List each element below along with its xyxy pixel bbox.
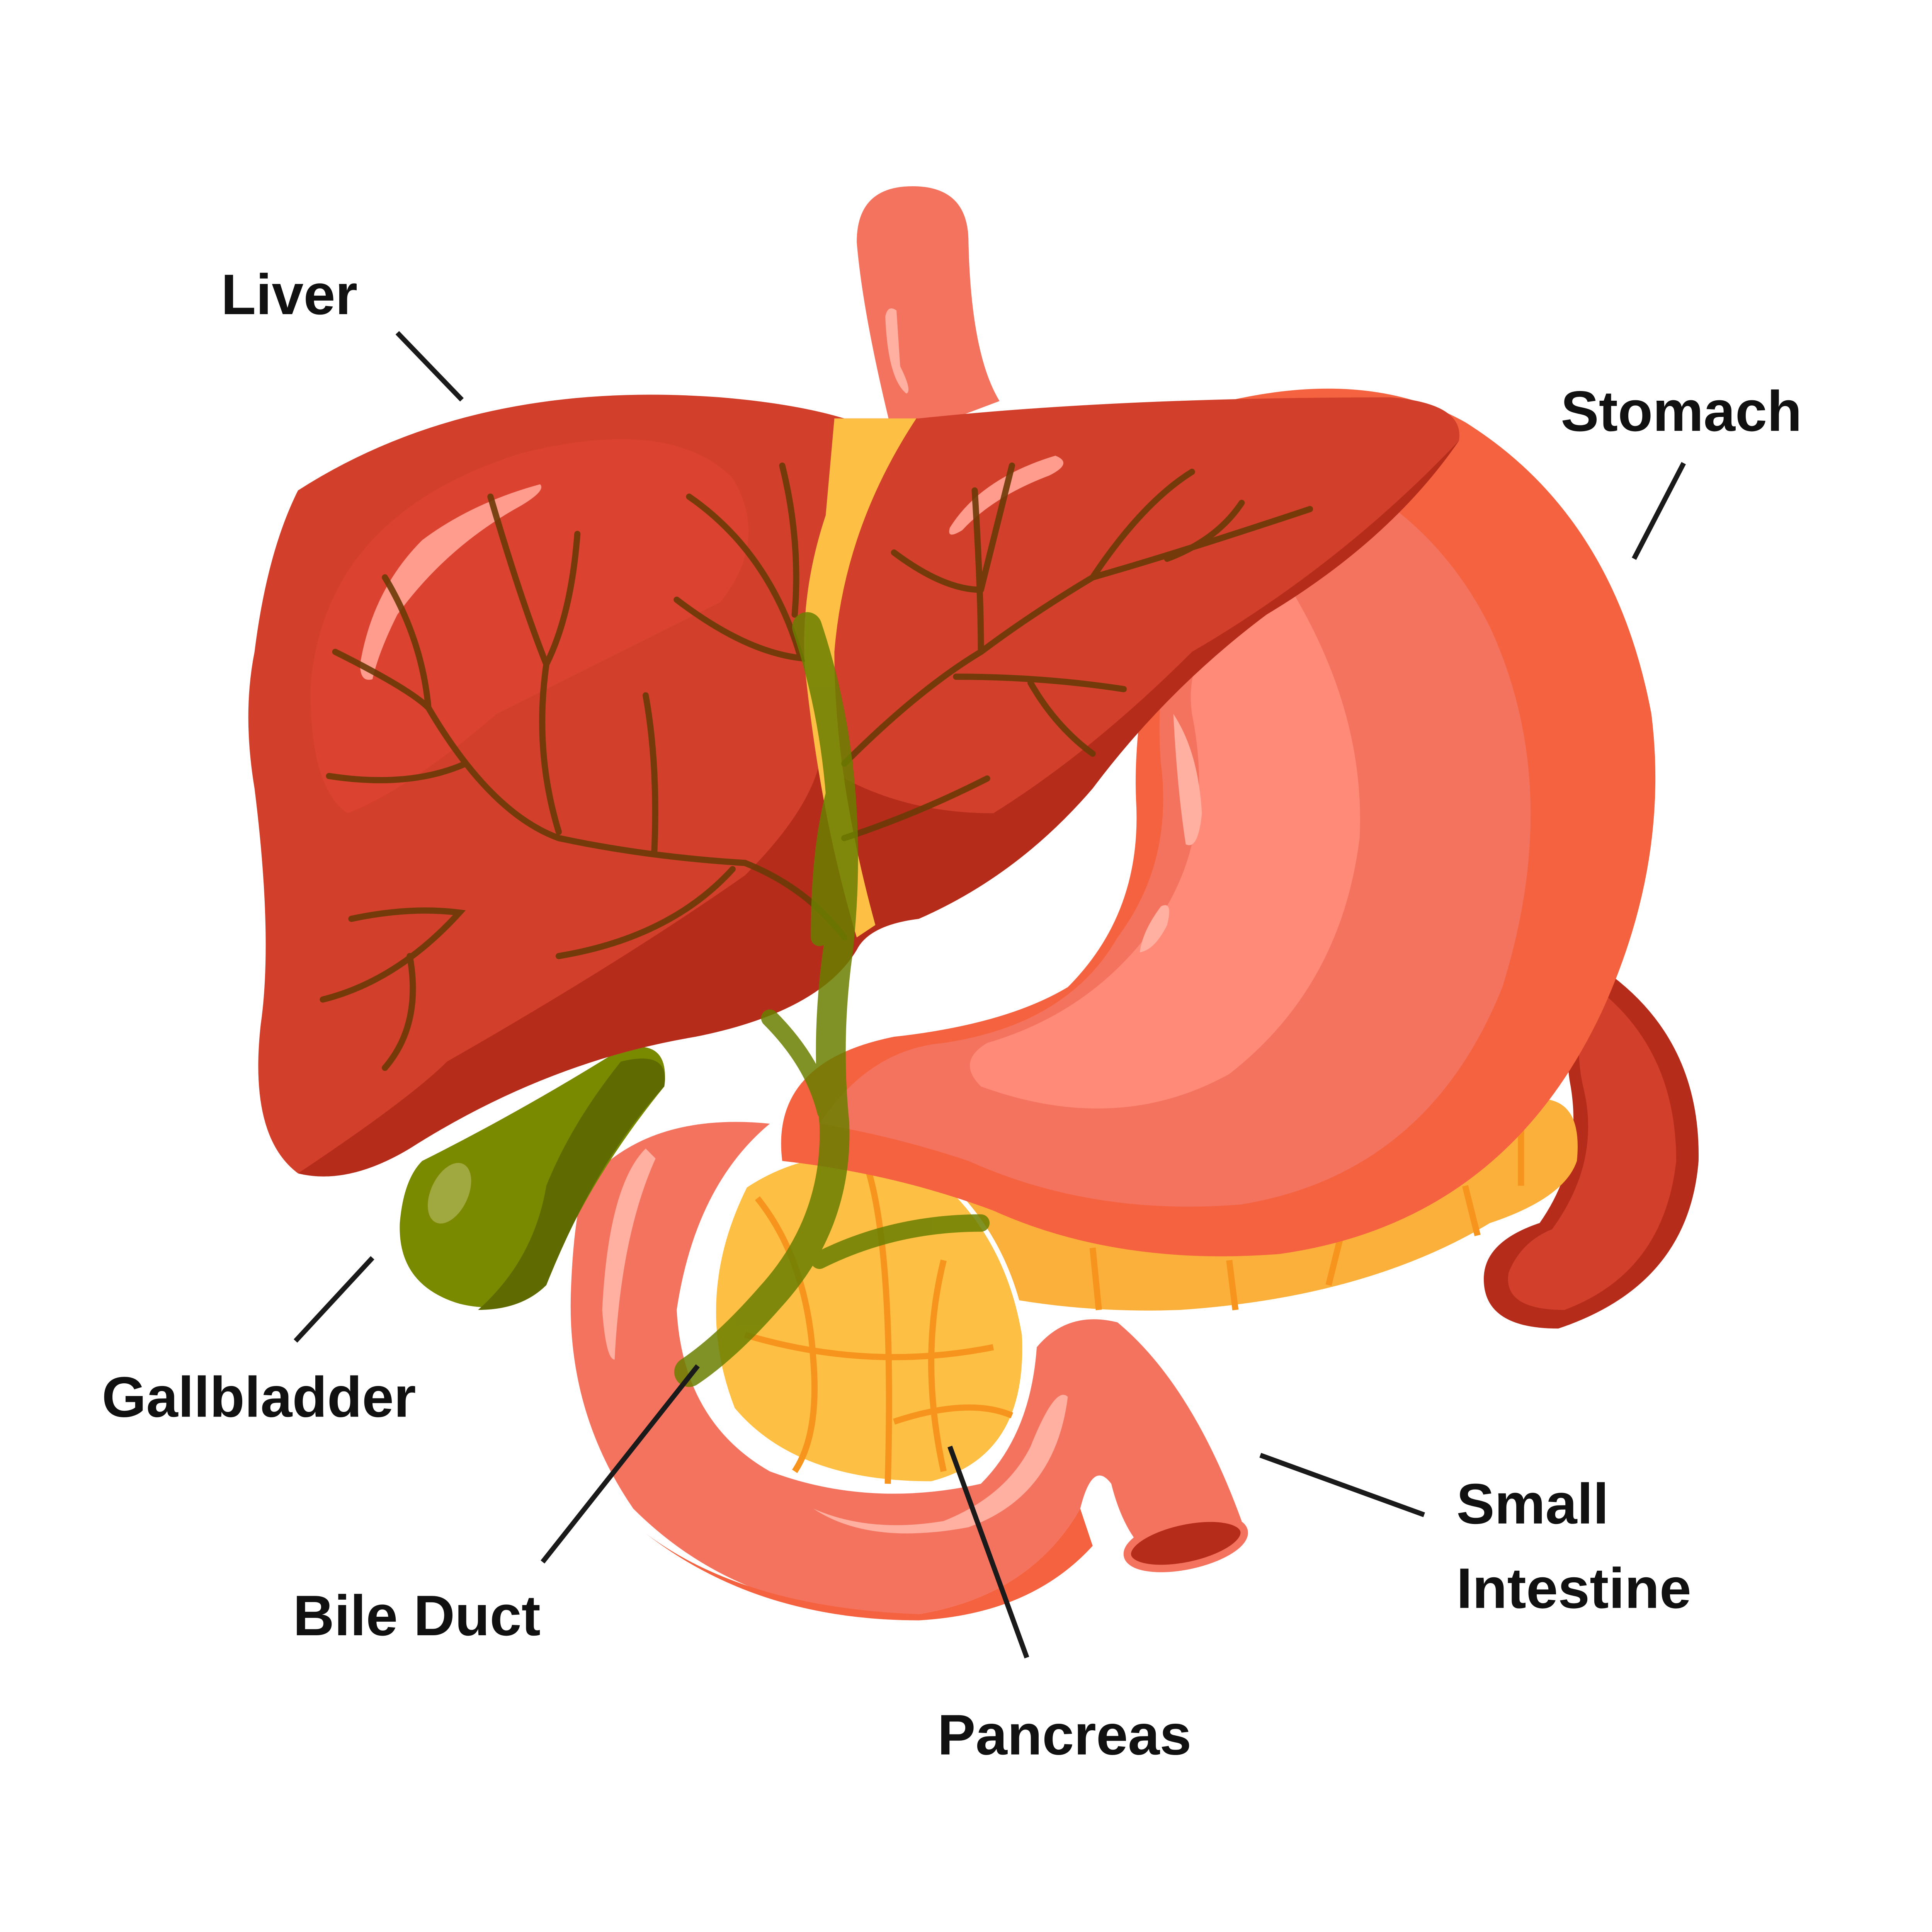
liver-label: Liver — [221, 263, 357, 327]
stomach-leader-line — [1632, 462, 1686, 560]
pancreas-lobules — [744, 1111, 1524, 1484]
bile-duct-label: Bile Duct — [293, 1584, 541, 1648]
small-intestine-label-line2: Intestine — [1456, 1556, 1691, 1620]
bile-duct — [674, 612, 990, 1387]
pancreas-body — [869, 1099, 1578, 1311]
stomach-light — [969, 590, 1360, 1109]
pancreas-leader-line — [947, 1446, 1029, 1659]
small-intestine-leader-line — [1259, 1453, 1425, 1517]
bile-duct-leader-line — [541, 1364, 700, 1564]
duodenum-shadow — [645, 1509, 1093, 1621]
duodenum — [570, 1122, 1242, 1615]
liver-highlight — [360, 484, 542, 680]
spleen-front — [1508, 987, 1677, 1310]
gallbladder-shadow — [478, 1058, 665, 1310]
gallbladder-highlight — [428, 1163, 471, 1224]
gallbladder-label: Gallbladder — [102, 1365, 416, 1429]
stomach-inner — [819, 440, 1531, 1207]
intestine-opening — [1123, 1514, 1248, 1572]
duodenum-highlight — [813, 1395, 1068, 1534]
stomach-label: Stomach — [1561, 379, 1802, 443]
stomach-highlight — [1173, 714, 1202, 845]
esophagus — [857, 186, 1000, 441]
liver-leader-line — [395, 331, 464, 402]
liver-veins — [320, 462, 1313, 1071]
small-intestine-label-line1: Small — [1456, 1472, 1609, 1536]
liver-shadow — [298, 440, 1459, 1177]
pancreas-label: Pancreas — [937, 1703, 1191, 1767]
duodenum-highlight-left — [602, 1148, 656, 1360]
stomach-highlight-2 — [1139, 905, 1169, 952]
gallbladder-leader-line — [294, 1256, 374, 1343]
esophagus-highlight — [885, 308, 909, 394]
